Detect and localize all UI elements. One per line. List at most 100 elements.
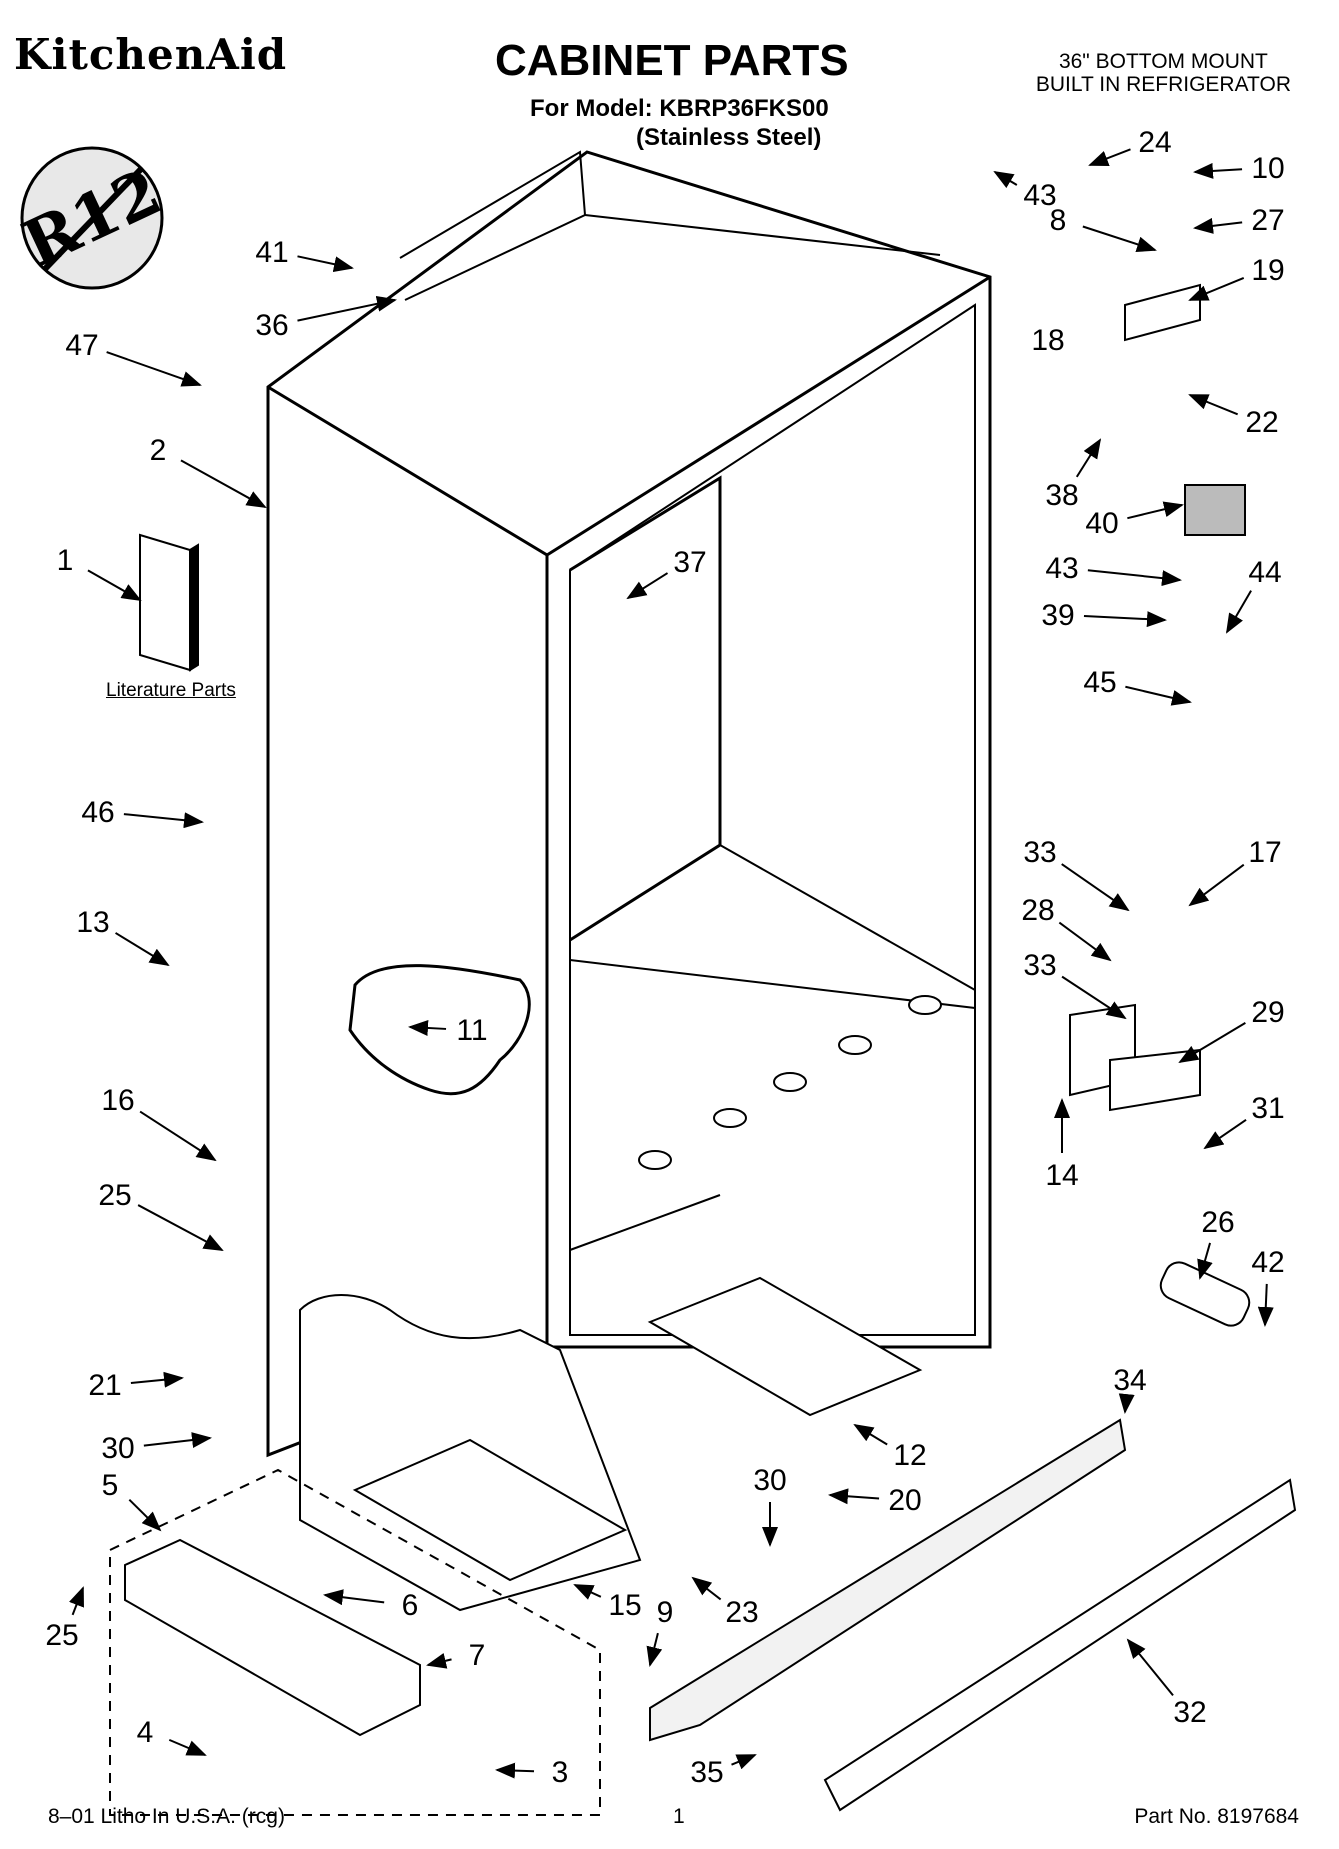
- callout-c15: 15: [608, 1589, 641, 1622]
- leader-c25a: [137, 1204, 224, 1251]
- leader-lines: [69, 148, 1274, 1779]
- callout-c13: 13: [76, 906, 109, 939]
- callout-c18: 18: [1031, 324, 1064, 357]
- callout-c33a: 33: [1023, 836, 1056, 869]
- leader-c33b: [1061, 975, 1127, 1020]
- callout-c38: 38: [1045, 479, 1078, 512]
- callout-c8: 8: [1050, 204, 1067, 237]
- page-title: CABINET PARTS: [495, 36, 849, 85]
- bracket-assembly-5: [124, 1538, 421, 1737]
- leader-c23: [691, 1576, 722, 1601]
- toe-grille: [823, 1478, 1297, 1812]
- callout-c5: 5: [102, 1469, 119, 1502]
- leader-c11: [408, 1019, 447, 1036]
- leader-c26: [1197, 1242, 1213, 1280]
- callout-c40: 40: [1085, 507, 1118, 540]
- leader-c47: [106, 351, 202, 387]
- leader-c25b: [69, 1586, 84, 1616]
- leader-c43a: [993, 170, 1018, 189]
- callout-c25a: 25: [98, 1179, 131, 1212]
- callout-c35: 35: [690, 1756, 723, 1789]
- leader-c28: [1058, 921, 1112, 962]
- callout-c16: 16: [101, 1084, 134, 1117]
- leader-c27: [1193, 217, 1243, 234]
- callout-c27: 27: [1251, 204, 1284, 237]
- filter-housing: [1159, 1261, 1251, 1327]
- product-type: 36" BOTTOM MOUNT BUILT IN REFRIGERATOR: [1036, 50, 1291, 96]
- leader-c21: [130, 1371, 184, 1388]
- callout-c19: 19: [1251, 254, 1284, 287]
- callout-c34: 34: [1113, 1364, 1146, 1397]
- callout-c22: 22: [1245, 406, 1278, 439]
- leader-c29: [1178, 1022, 1246, 1064]
- leader-c8: [1082, 225, 1157, 253]
- leader-c46: [123, 812, 204, 829]
- literature-book: [139, 533, 199, 672]
- callout-c30a: 30: [101, 1432, 134, 1465]
- callout-c17: 17: [1248, 836, 1281, 869]
- leader-c19: [1188, 276, 1245, 301]
- callout-c30b: 30: [753, 1464, 786, 1497]
- callout-c25b: 25: [45, 1619, 78, 1652]
- callout-c41: 41: [255, 236, 288, 269]
- leader-c3: [495, 1762, 535, 1779]
- callout-c46: 46: [81, 796, 114, 829]
- leader-c4: [168, 1738, 207, 1756]
- callout-c37: 37: [673, 546, 706, 579]
- model-finish: (Stainless Steel): [636, 124, 822, 151]
- callout-c24: 24: [1138, 126, 1171, 159]
- hinge-top: [1124, 283, 1201, 342]
- leader-c6: [323, 1589, 385, 1606]
- callout-c3: 3: [552, 1756, 569, 1789]
- leader-c41: [297, 255, 354, 273]
- callout-c44: 44: [1248, 556, 1281, 589]
- leader-c37: [626, 572, 669, 600]
- leader-c10: [1193, 162, 1243, 179]
- callout-c7: 7: [469, 1639, 486, 1672]
- leader-c24: [1088, 148, 1131, 166]
- callout-c14: 14: [1045, 1159, 1078, 1192]
- product-type-line1: 36" BOTTOM MOUNT: [1058, 50, 1268, 73]
- leader-c1: [87, 569, 142, 601]
- model-number: For Model: KBRP36FKS00: [530, 95, 829, 122]
- footer-litho: 8–01 Litho In U.S.A. (rcg): [48, 1805, 285, 1828]
- callout-c23: 23: [725, 1596, 758, 1629]
- mounting-plate-12: [647, 1276, 923, 1417]
- callout-c21: 21: [88, 1369, 121, 1402]
- leader-c34: [1118, 1393, 1135, 1414]
- hinge-bracket-29: [1109, 1048, 1201, 1112]
- callout-c2: 2: [150, 434, 167, 467]
- leader-c20: [828, 1488, 880, 1505]
- mounting-plate-15: [352, 1438, 628, 1582]
- callout-c32: 32: [1173, 1696, 1206, 1729]
- leader-c31: [1203, 1118, 1247, 1150]
- leader-c36: [297, 295, 397, 322]
- leader-c16: [139, 1110, 217, 1162]
- callout-c12: 12: [893, 1439, 926, 1472]
- leader-c38: [1075, 438, 1102, 478]
- callout-c6: 6: [402, 1589, 419, 1622]
- footer-page-number: 1: [673, 1805, 685, 1828]
- no-r12-badge: R12: [12, 146, 173, 290]
- leader-c44: [1225, 590, 1252, 634]
- callout-c39: 39: [1041, 599, 1074, 632]
- literature-parts-label: Literature Parts: [106, 680, 236, 701]
- leader-c30a: [143, 1432, 212, 1449]
- leader-c39: [1083, 611, 1167, 628]
- leader-c13: [115, 932, 170, 967]
- cabinet-top-panel: [399, 150, 941, 301]
- leader-c40: [1127, 501, 1184, 520]
- shelf-openings: [638, 995, 942, 1170]
- kickplate-grille: [649, 1418, 1127, 1742]
- leader-c7: [426, 1653, 452, 1669]
- callout-c26: 26: [1201, 1206, 1234, 1239]
- callout-c33b: 33: [1023, 949, 1056, 982]
- product-type-line2: BUILT IN REFRIGERATOR: [1035, 73, 1291, 96]
- leader-c12: [853, 1423, 888, 1446]
- leader-c35: [731, 1754, 757, 1770]
- leader-c42: [1257, 1283, 1274, 1327]
- callout-c45: 45: [1083, 666, 1116, 699]
- callout-c4: 4: [137, 1716, 154, 1749]
- callout-c10: 10: [1251, 152, 1284, 185]
